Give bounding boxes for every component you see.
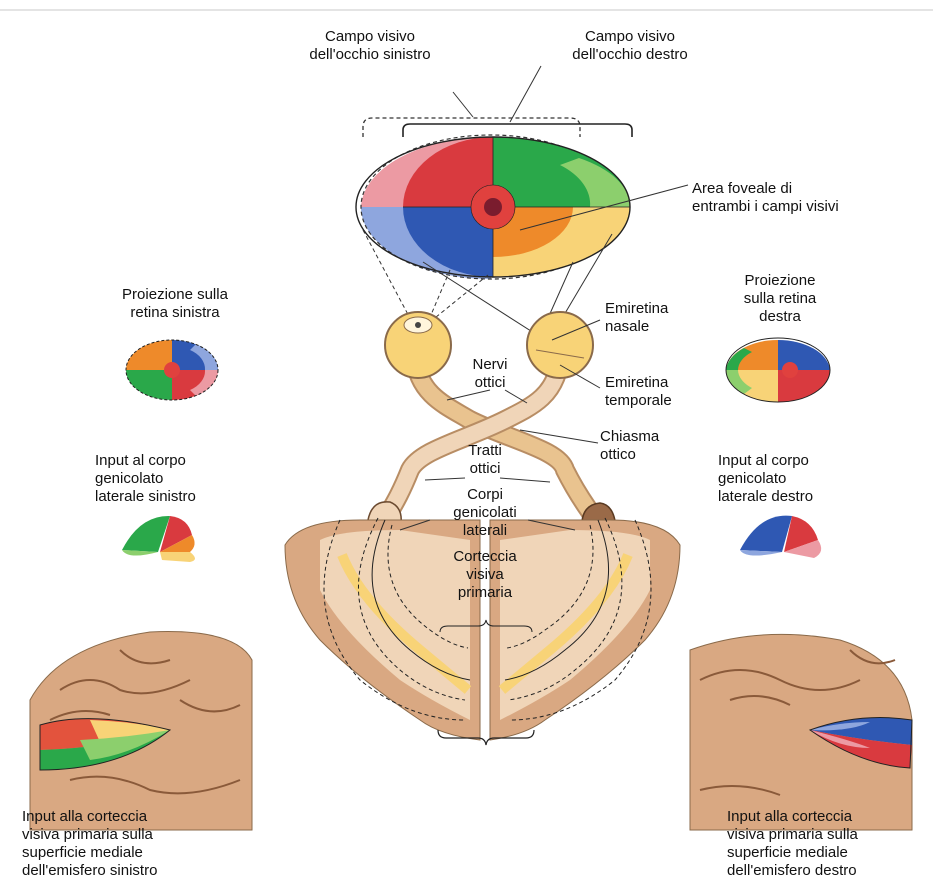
label-right-cortex-input: Input alla corteccia visiva primaria sul… [727,808,927,880]
label-nasal-hemiretina: Emiretina nasale [605,300,715,336]
label-lateral-geniculate-bodies: Corpi genicolati laterali [440,486,530,540]
label-left-retina-projection: Proiezione sulla retina sinistra [80,286,270,322]
right-retina-projection-disc [726,338,830,402]
right-hemisphere-medial [690,634,912,830]
left-lgn-input-shape [122,516,195,562]
label-optic-nerves: Nervi ottici [455,356,525,392]
label-left-lgn-input: Input al corpo genicolato laterale sinis… [95,452,275,506]
left-field-bracket [363,118,580,137]
left-eye [385,312,451,378]
label-right-lgn-input: Input al corpo genicolato laterale destr… [718,452,898,506]
label-foveal-area: Area foveale di entrambi i campi visivi [692,180,927,216]
left-hemisphere-medial [30,632,252,830]
label-temporal-hemiretina: Emiretina temporale [605,374,725,410]
label-optic-chiasm: Chiasma ottico [600,428,700,464]
left-retina-projection-disc [126,340,218,400]
label-right-eye-field: Campo visivo dell'occhio destro [530,28,730,64]
right-field-bracket [403,124,632,137]
right-eye [527,312,593,378]
right-lgn-input-shape [740,516,821,558]
label-optic-tracts: Tratti ottici [450,442,520,478]
label-left-eye-field: Campo visivo dell'occhio sinistro [270,28,470,64]
label-primary-visual-cortex: Corteccia visiva primaria [425,548,545,602]
visual-field-figure [356,66,632,279]
label-right-retina-projection: Proiezione sulla retina destra [715,272,845,326]
label-left-cortex-input: Input alla corteccia visiva primaria sul… [22,808,242,880]
